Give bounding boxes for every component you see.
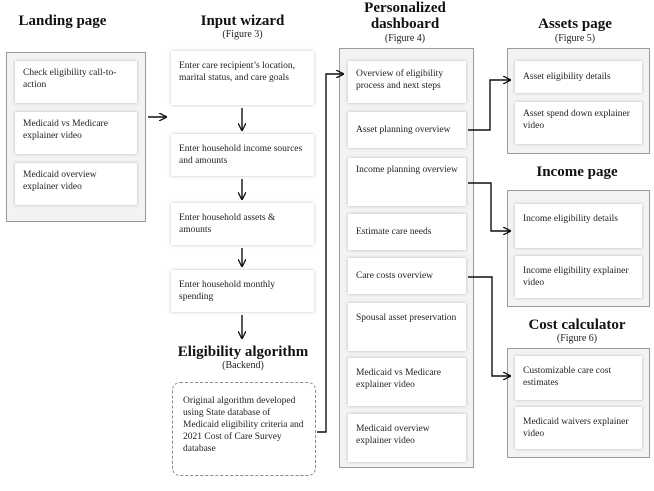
dashboard-item-asset-planning: Asset planning overview xyxy=(348,112,466,148)
dashboard-title-line1: Personalized xyxy=(364,0,446,16)
dashboard-subtitle: (Figure 4) xyxy=(384,33,426,44)
wizard-step-assets: Enter household assets & amounts xyxy=(171,203,314,245)
eligibility-algorithm-box: Original algorithm developed using State… xyxy=(172,382,316,476)
arrow-asset-planning-to-assets-page xyxy=(468,80,510,131)
dashboard-item-care-costs: Care costs overview xyxy=(348,258,466,294)
dashboard-item-eligibility-overview: Overview of eligibility process and next… xyxy=(348,61,466,103)
income-page-title: Income page xyxy=(536,164,618,180)
dashboard-item-medicaid-vs-medicare: Medicaid vs Medicare explainer video xyxy=(348,358,466,406)
wizard-step-income: Enter household income sources and amoun… xyxy=(171,134,314,176)
wizard-step-recipient-info: Enter care recipient’s location, marital… xyxy=(171,51,314,105)
dashboard-item-estimate-care: Estimate care needs xyxy=(348,214,466,250)
assets-item-spend-down-video: Asset spend down explainer video xyxy=(515,102,642,144)
landing-item-check-eligibility: Check eligibility call-to-action xyxy=(15,61,137,103)
eligibility-algorithm-title: Eligibility algorithm xyxy=(177,344,309,360)
cost-calculator-title: Cost calculator xyxy=(528,317,626,333)
input-wizard-subtitle: (Figure 3) xyxy=(222,29,263,40)
arrow-care-costs-to-cost-calculator xyxy=(468,276,510,376)
assets-item-eligibility-details: Asset eligibility details xyxy=(515,61,642,93)
assets-page-subtitle: (Figure 5) xyxy=(554,33,596,44)
dashboard-item-medicaid-overview: Medicaid overview explainer video xyxy=(348,414,466,462)
dashboard-title-line2: dashboard xyxy=(370,16,440,32)
landing-item-medicaid-vs-medicare: Medicaid vs Medicare explainer video xyxy=(15,112,137,154)
arrow-algorithm-to-dashboard xyxy=(317,74,343,433)
landing-item-medicaid-overview: Medicaid overview explainer video xyxy=(15,163,137,205)
arrow-income-planning-to-income-page xyxy=(468,182,510,231)
dashboard-item-spousal-asset: Spousal asset preservation xyxy=(348,303,466,351)
dashboard-item-income-planning: Income planning overview xyxy=(348,158,466,206)
income-item-explainer-video: Income eligibility explainer video xyxy=(515,256,642,298)
input-wizard-title: Input wizard xyxy=(200,13,285,29)
cost-calculator-subtitle: (Figure 6) xyxy=(556,333,598,344)
income-item-eligibility-details: Income eligibility details xyxy=(515,204,642,248)
eligibility-algorithm-subtitle: (Backend) xyxy=(222,360,264,371)
cost-item-care-cost-estimates: Customizable care cost estimates xyxy=(515,356,642,400)
assets-page-title: Assets page xyxy=(538,16,612,32)
cost-item-waivers-video: Medicaid waivers explainer video xyxy=(515,407,642,449)
wizard-step-spending: Enter household monthly spending xyxy=(171,270,314,312)
landing-page-title: Landing page xyxy=(18,13,107,29)
